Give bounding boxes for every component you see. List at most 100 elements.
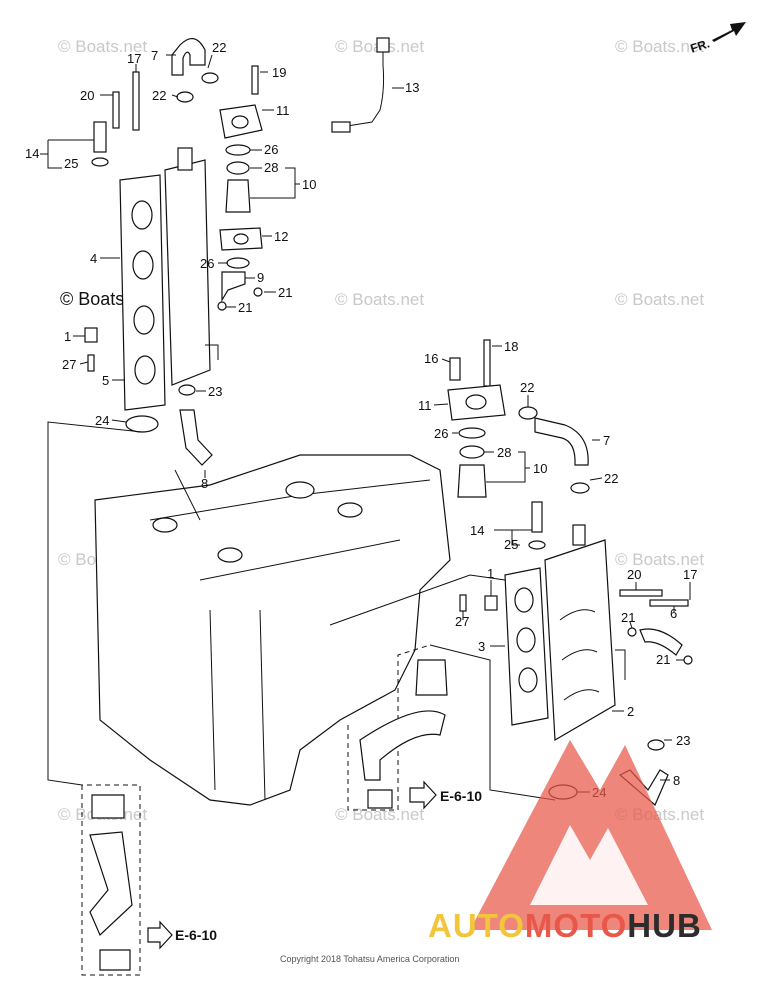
callout: 10 [302,177,316,192]
leader-line [433,403,449,406]
cover-port [465,394,487,410]
callout: 20 [80,88,94,103]
hose-7 [534,417,589,466]
connector-line [47,421,143,786]
watermark: © Boats.net [58,37,147,56]
block-port [337,502,363,518]
leader-bracket [518,451,530,483]
callout: 3 [478,639,485,654]
callout: 23 [676,733,690,748]
reference-arrow-icon [409,780,437,810]
watermark: © Boats.net [615,550,704,569]
callout: 1 [64,329,71,344]
logo-part-auto: AUTO [428,907,525,944]
screw-27 [459,594,467,612]
callout: 21 [621,610,635,625]
callout: 17 [683,567,697,582]
callout: 21 [656,652,670,667]
callout: 10 [533,461,547,476]
callout: 5 [102,373,109,388]
hose-9 [221,271,246,303]
manifold-pipe [572,524,586,546]
engine-block [94,454,451,806]
washer-25 [91,157,109,167]
clip-21 [683,655,693,665]
manifold-rib [559,609,596,621]
callout: 22 [604,471,618,486]
logo-triangle-icon [470,740,712,930]
sensor-14 [93,121,107,153]
callout: 12 [274,229,288,244]
block-edge [199,539,401,581]
sensor-14 [531,501,543,533]
o-ring-26 [225,144,251,156]
gasket-port [134,355,156,385]
leader-bracket [40,139,94,169]
manifold-5 [164,159,211,386]
callout: 14 [470,523,484,538]
callout: 25 [504,537,518,552]
clip-23 [647,739,665,751]
logo-inner-icon [530,825,648,905]
reference-label[interactable]: E-6-10 [440,788,482,804]
clip-21 [627,627,637,637]
leader-bracket [285,167,300,199]
dashed-group-box [347,644,431,811]
block-port [217,547,243,563]
callout: 17 [127,51,141,66]
left-manifold-assembly [84,37,390,466]
automotohub-logo: AUTOMOTOHUB [428,740,712,944]
callout: 21 [238,300,252,315]
clip-23 [178,384,196,396]
callout: 27 [455,614,469,629]
cover-port [231,115,249,129]
callout: 23 [208,384,222,399]
callout: 22 [520,380,534,395]
front-direction-indicator: FR. [689,22,746,56]
reference-label[interactable]: E-6-10 [175,927,217,943]
block-port [285,481,315,499]
screw-27 [87,354,95,372]
connector-line [329,574,506,626]
grommet [91,794,125,819]
sensor-wire-13 [334,45,385,129]
grommet [415,659,448,696]
block-edge [259,609,266,801]
sensor-tip [331,121,351,133]
clip-22 [518,406,538,420]
callout: 8 [673,773,680,788]
callout: 7 [603,433,610,448]
o-ring-26 [226,257,250,269]
bolt-17 [649,599,689,607]
manifold-rib [561,649,598,661]
leader-bracket [494,529,532,546]
copyright-text: Copyright 2018 Tohatsu America Corporati… [280,954,459,964]
callout: 19 [272,65,286,80]
leader-line [79,361,89,365]
manifold-2 [544,539,616,742]
bolt-19 [251,65,259,95]
leader-line [589,477,603,481]
leader-line [171,94,179,98]
callout: 22 [152,88,166,103]
bypass-tube [205,344,219,360]
manifold-rib [563,689,600,701]
elbow-hose [359,710,446,781]
bypass-tube [615,649,626,680]
right-manifold-assembly [447,339,693,806]
callout: 14 [25,146,39,161]
clip-21 [253,287,263,297]
hose-6 [639,628,683,656]
callout: 9 [257,270,264,285]
callout: 6 [670,606,677,621]
callout: 7 [151,48,158,63]
callout: 1 [487,566,494,581]
callout: 26 [434,426,448,441]
reference-arrow-icon [147,920,173,950]
leader-line [111,419,127,423]
plug-1 [484,595,498,611]
gasket-port [131,200,153,230]
manifold-pipe [177,147,193,171]
callout: 21 [278,285,292,300]
